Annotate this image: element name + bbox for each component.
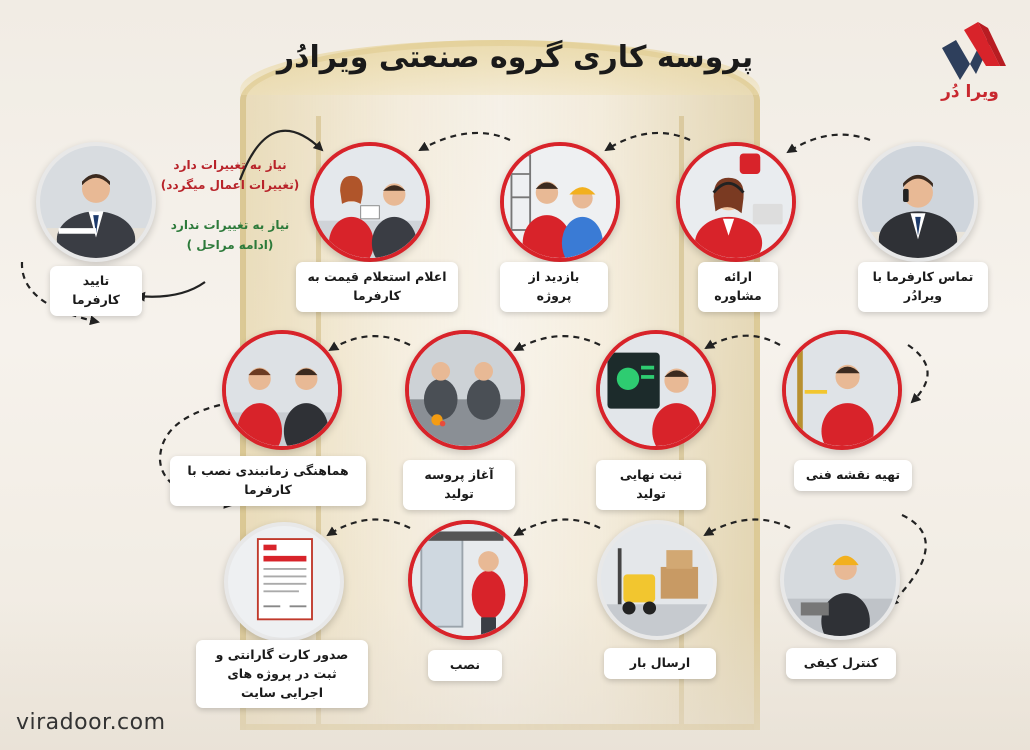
step-4-image <box>310 142 430 262</box>
step-8-label: آغاز پروسه تولید <box>403 460 515 510</box>
step-9-image <box>222 330 342 450</box>
step-13-label-line-2: ثبت در پروژه های اجرایی سایت <box>227 665 337 700</box>
step-13-label-line-1: صدور کارت گارانتی و <box>215 647 349 662</box>
condition-no-changes: نیاز به تغییرات ندارد <box>170 218 290 232</box>
step-8-image <box>405 330 525 450</box>
condition-continue: (ادامه مراحل ) <box>186 238 274 252</box>
step-9-label: هماهنگی زمانبندی نصب با کارفرما <box>170 456 366 506</box>
step-13-label: صدور کارت گارانتی و ثبت در پروژه های اجر… <box>196 640 368 709</box>
step-6-image <box>782 330 902 450</box>
step-5-label: تایید کارفرما <box>50 266 142 316</box>
step-2-image <box>676 142 796 262</box>
step-10-image <box>780 520 900 640</box>
step-3-image <box>500 142 620 262</box>
step-1-label: تماس کارفرما با ویرادُر <box>858 262 988 312</box>
step-3-label: بازدید از پروژه <box>500 262 608 312</box>
step-11-label: ارسال بار <box>604 648 716 679</box>
step-1-image <box>858 142 978 262</box>
step-7-image <box>596 330 716 450</box>
logo-text: ویرا دُر <box>941 82 999 102</box>
step-7-label: ثبت نهایی تولید <box>596 460 706 510</box>
step-2-label: ارائه مشاوره <box>698 262 778 312</box>
step-11-image <box>597 520 717 640</box>
step-10-label: کنترل کیفی <box>786 648 896 679</box>
site-url: viradoor.com <box>16 710 166 735</box>
page-title: پروسه کاری گروه صنعتی ویرادُر <box>276 40 754 75</box>
step-4-label: اعلام استعلام قیمت به کارفرما <box>296 262 458 312</box>
step-13-image <box>224 522 344 642</box>
viradoor-logo <box>942 22 1006 80</box>
step-12-image <box>408 520 528 640</box>
step-5-image <box>36 142 156 262</box>
condition-changes-needed: نیاز به تغییرات دارد <box>173 158 287 172</box>
step-12-label: نصب <box>428 650 502 681</box>
condition-changes-applied: (تغییرات اعمال میگردد) <box>160 178 300 192</box>
step-6-label: تهیه نقشه فنی <box>794 460 912 491</box>
